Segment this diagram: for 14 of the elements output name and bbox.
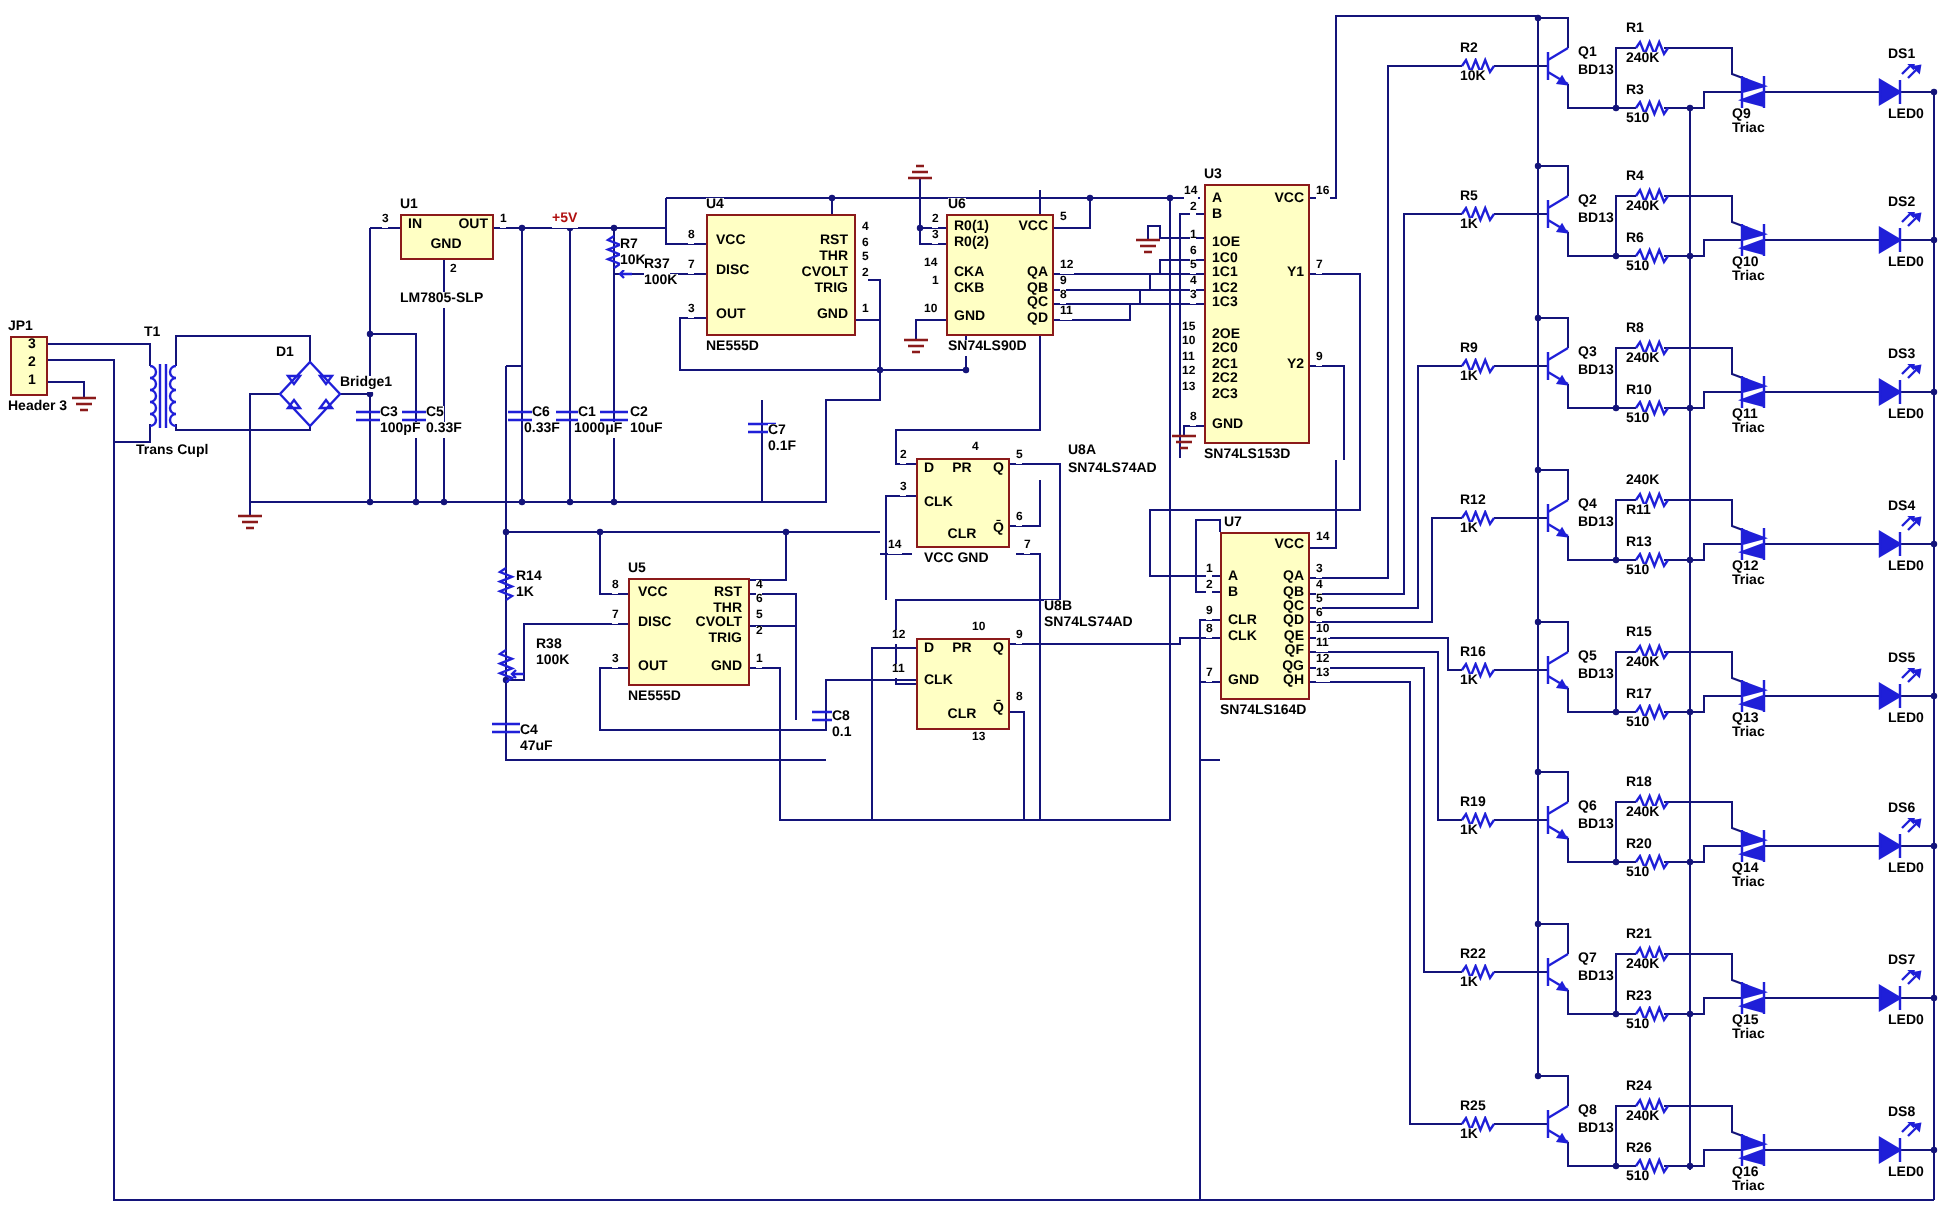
connector-header	[10, 336, 48, 396]
wire	[1053, 303, 1205, 321]
ic-chip	[946, 214, 1054, 336]
wire	[1009, 637, 1221, 645]
ic-chip	[1204, 184, 1310, 444]
wire	[1053, 273, 1205, 291]
ic-chip	[1220, 532, 1310, 700]
wire	[1053, 289, 1205, 305]
wire	[1053, 259, 1205, 275]
ic-chip	[706, 214, 856, 336]
ic-chip	[628, 578, 750, 686]
ic-chip	[916, 638, 1010, 730]
ic-chip	[400, 214, 494, 260]
ic-chip	[916, 458, 1010, 548]
